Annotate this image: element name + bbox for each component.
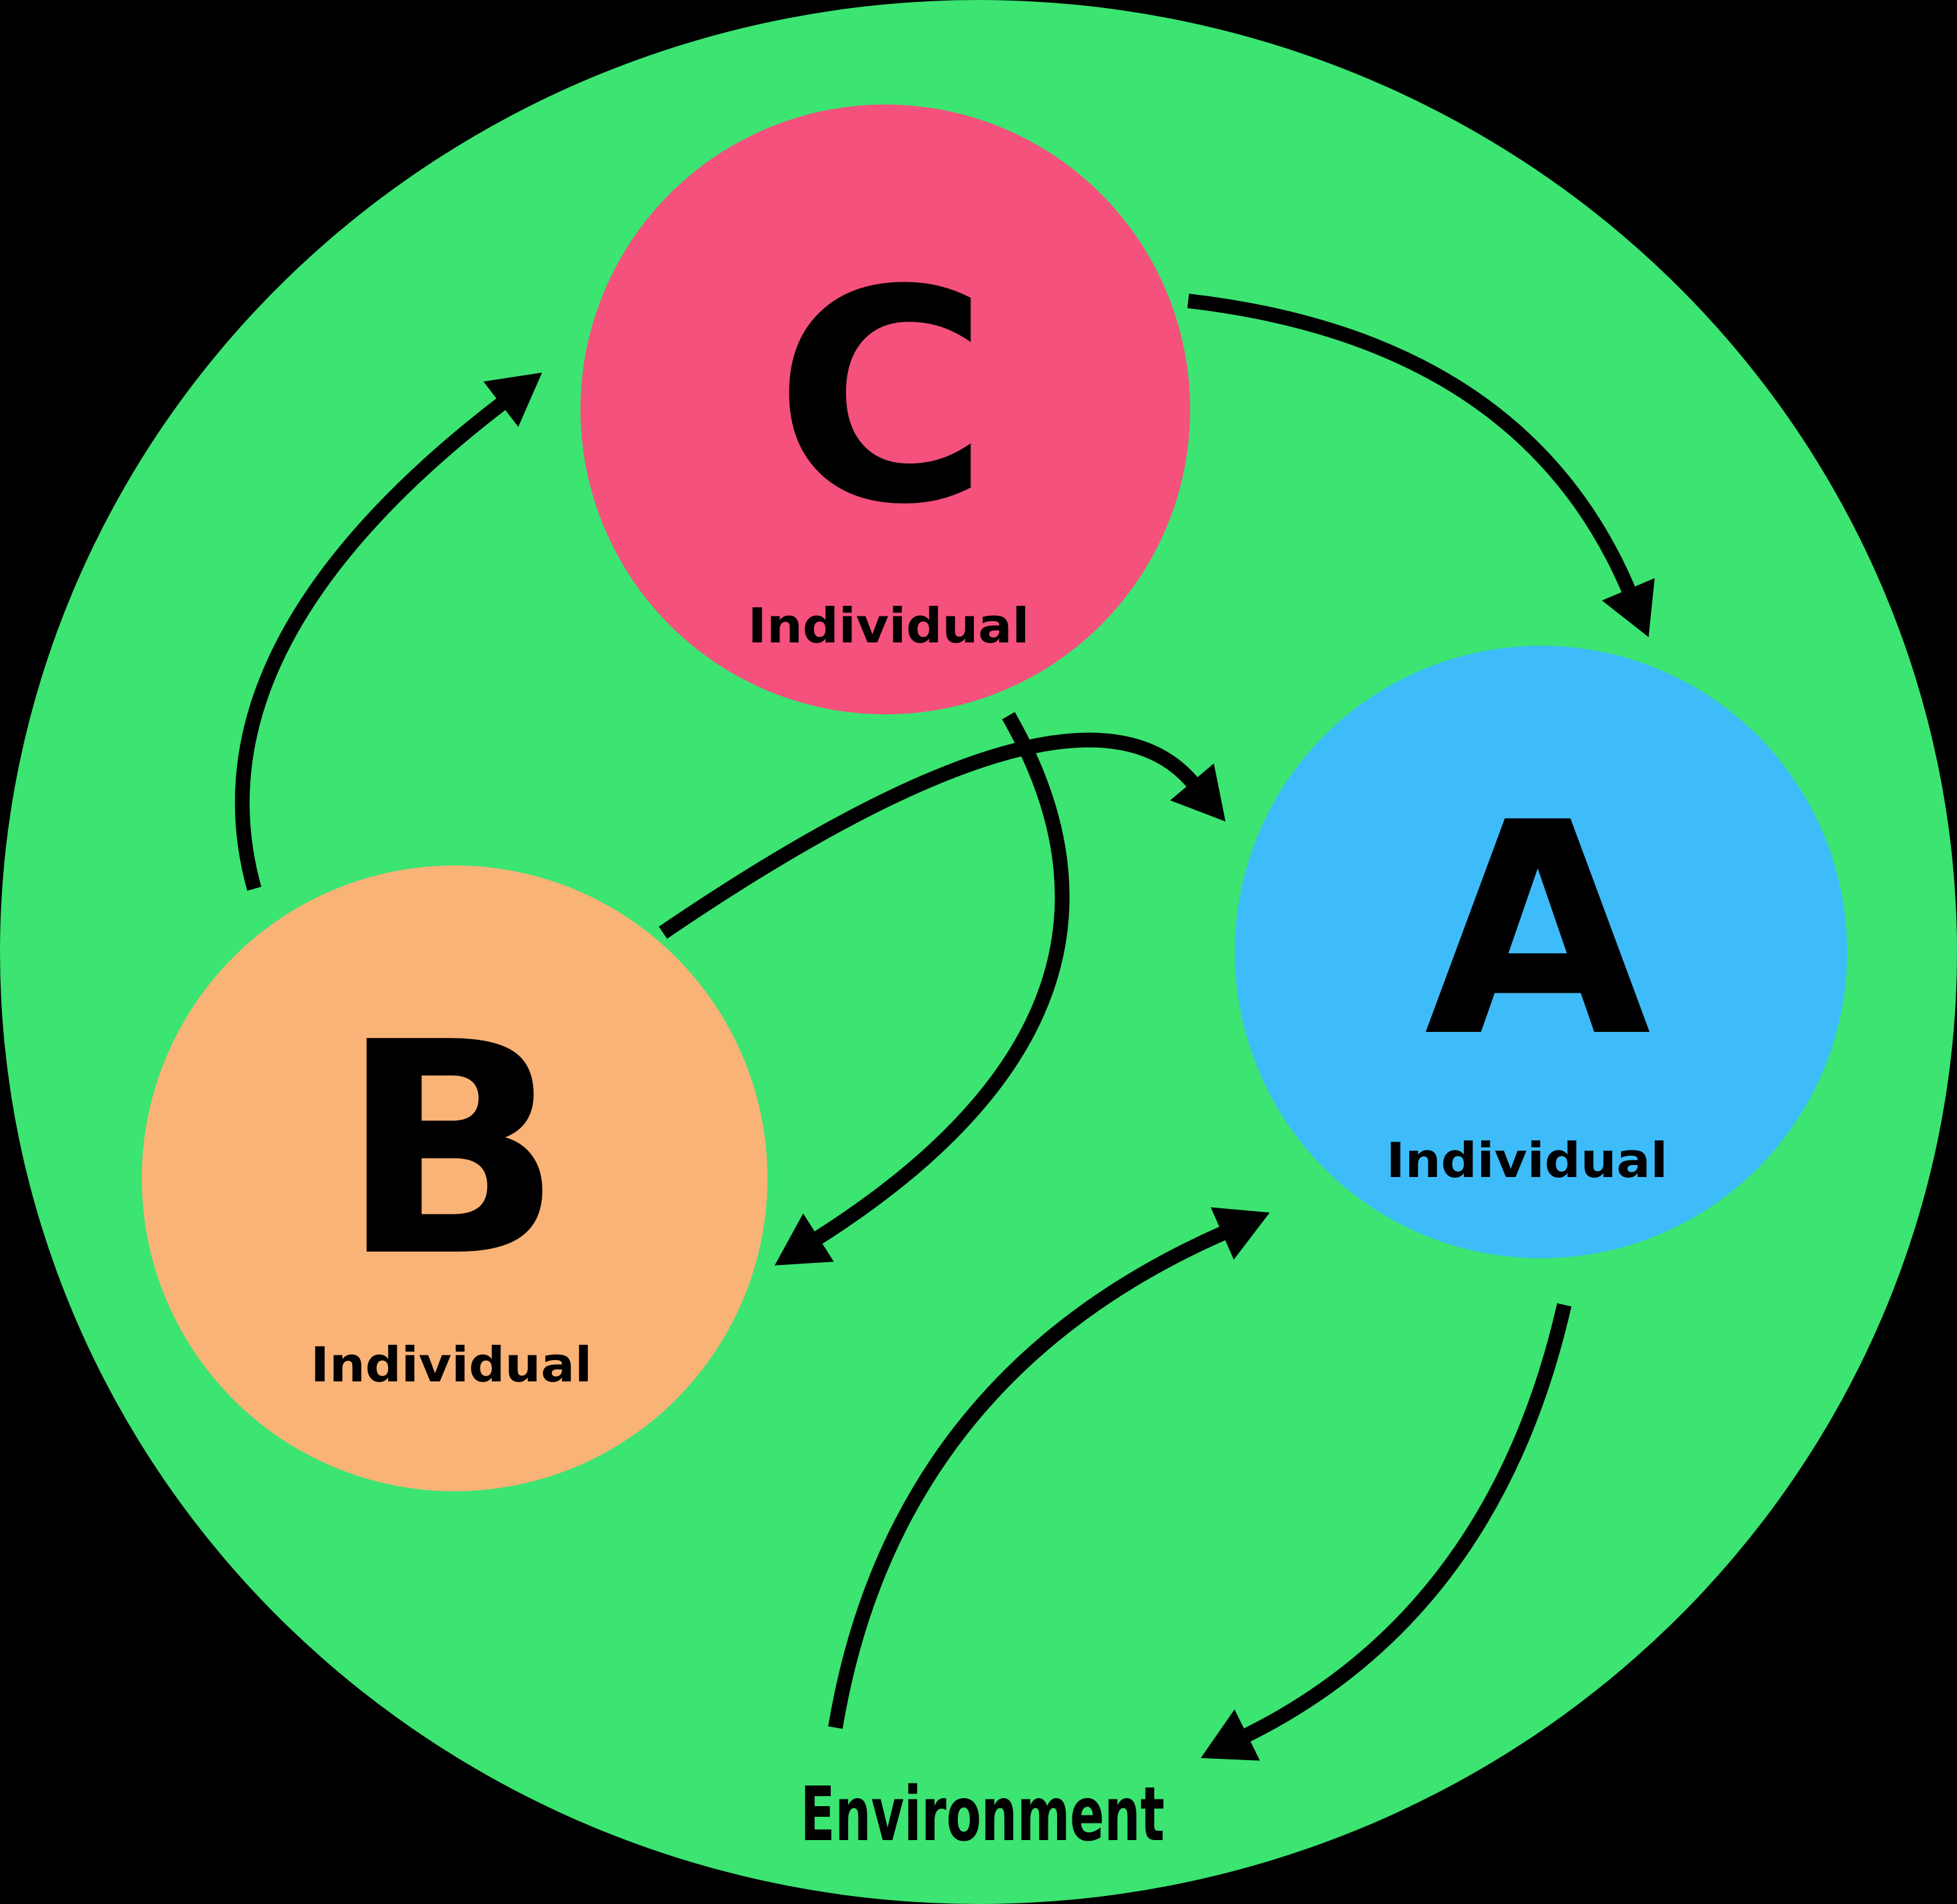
arrow-c-to-a	[1187, 294, 1655, 637]
node-a-letter: A	[1424, 760, 1653, 1101]
node-c-individual-label: Individual	[748, 598, 1030, 654]
node-c-letter: C	[775, 228, 990, 569]
arrow-environment-to-a	[828, 1207, 1270, 1729]
node-b-letter: B	[339, 980, 562, 1321]
node-b-individual-label: Individual	[311, 1337, 592, 1393]
individual-circle-a	[1235, 646, 1847, 1258]
individual-circle-b	[142, 865, 767, 1491]
node-a-individual-label: Individual	[1387, 1132, 1668, 1188]
arrow-b-to-c	[235, 372, 543, 891]
individual-circle-c	[580, 105, 1190, 714]
arrow-b-to-a	[658, 732, 1226, 939]
arrow-a-to-environment	[1200, 1303, 1572, 1761]
arrow-c-to-b	[774, 712, 1070, 1266]
environment-label: Environment	[801, 1772, 1165, 1858]
